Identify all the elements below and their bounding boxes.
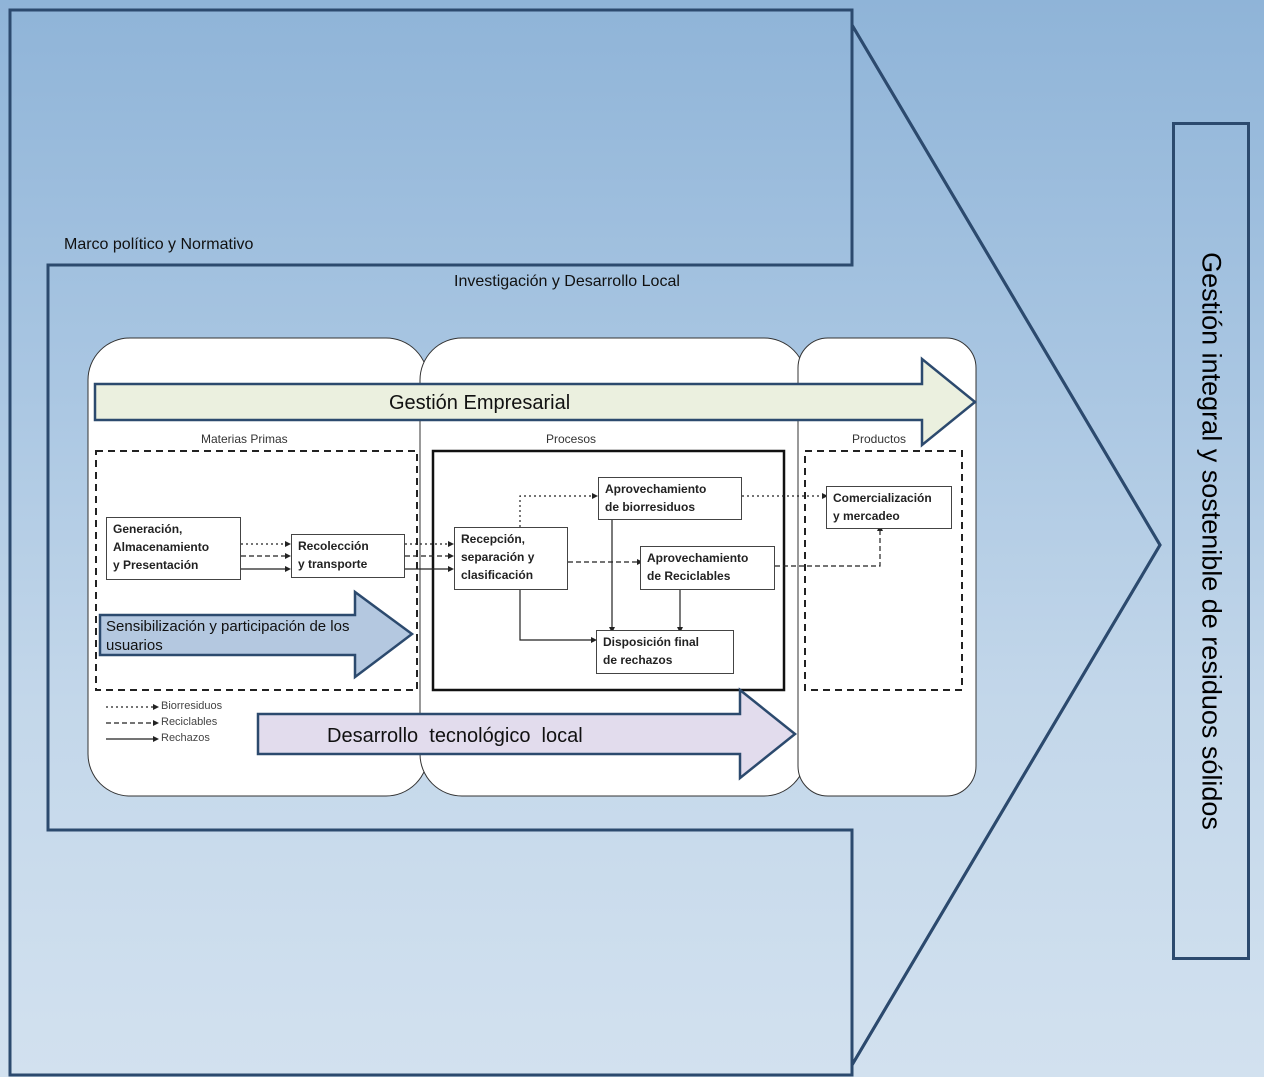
investigacion-arrow xyxy=(46,19,1162,1071)
box-generacion-line-1: Generación, xyxy=(113,522,183,536)
legend-reciclables: Reciclables xyxy=(161,716,218,728)
frame-procesos xyxy=(431,449,786,692)
box-recepcion: Recepción, separación y clasificación xyxy=(454,527,568,590)
gestion-empresarial-arrow xyxy=(93,356,977,448)
sensibilizacion-label: Sensibilización y participación de los u… xyxy=(106,618,350,654)
box-aprov-rec-line-1: Aprovechamiento xyxy=(647,551,749,565)
box-comercializacion-line-1: Comercialización xyxy=(833,491,932,505)
box-aprovechamiento-biorresiduos: Aprovechamiento de biorresiduos xyxy=(598,477,742,520)
box-disposicion-line-2: de rechazos xyxy=(603,653,673,667)
sensibilizacion-arrow xyxy=(98,589,415,680)
box-aprovechamiento-reciclables: Aprovechamiento de Reciclables xyxy=(640,546,775,590)
desarrollo-tecnologico-arrow xyxy=(256,687,798,781)
box-recoleccion-line-2: y transporte xyxy=(298,557,368,571)
gestion-integral-label: Gestión integral y sostenible de residuo… xyxy=(1196,252,1227,830)
gestion-empresarial-label: Gestión Empresarial xyxy=(389,392,571,414)
gestion-integral-box xyxy=(1172,122,1250,960)
box-disposicion-final: Disposición final de rechazos xyxy=(596,630,734,674)
box-aprov-bio-line-2: de biorresiduos xyxy=(605,500,696,514)
box-comercializacion: Comercialización y mercadeo xyxy=(826,486,952,529)
desarrollo-tecnologico-label: Desarrollo tecnológico local xyxy=(327,725,583,747)
box-comercializacion-line-2: y mercadeo xyxy=(833,509,900,523)
investigacion-label: Investigación y Desarrollo Local xyxy=(454,273,680,290)
box-aprov-rec-line-2: de Reciclables xyxy=(647,569,731,583)
box-disposicion-line-1: Disposición final xyxy=(603,635,700,649)
panel-productos xyxy=(797,337,977,797)
marco-label: Marco político y Normativo xyxy=(64,236,254,253)
legend-biorresiduos: Biorresiduos xyxy=(161,700,223,712)
box-generacion: Generación, Almacenamiento y Presentació… xyxy=(106,517,241,580)
box-recepcion-line-3: clasificación xyxy=(461,568,534,582)
frame-productos xyxy=(804,450,963,691)
frame-materias xyxy=(95,450,418,691)
box-recoleccion: Recolección y transporte xyxy=(291,534,405,578)
box-recoleccion-line-1: Recolección xyxy=(298,539,369,553)
section-productos: Productos xyxy=(852,432,907,446)
legend-rechazos: Rechazos xyxy=(161,732,210,744)
section-materias-primas: Materias Primas xyxy=(201,432,288,446)
box-aprov-bio-line-1: Aprovechamiento xyxy=(605,482,707,496)
box-generacion-line-3: y Presentación xyxy=(113,558,199,572)
box-recepcion-line-1: Recepción, xyxy=(461,532,526,546)
box-generacion-line-2: Almacenamiento xyxy=(113,540,210,554)
section-procesos: Procesos xyxy=(546,432,597,446)
box-recepcion-line-2: separación y xyxy=(461,550,535,564)
